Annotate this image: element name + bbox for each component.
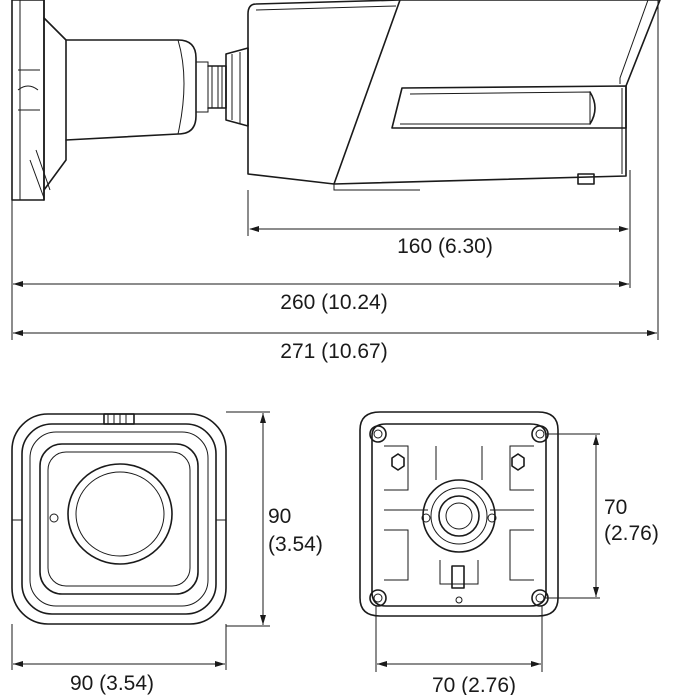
camera-housing <box>247 0 661 191</box>
front-view: 90 (3.54) 90 (3.54) <box>11 411 323 695</box>
dimension-label-front-height-in: (3.54) <box>268 533 323 556</box>
mount-plate <box>359 411 559 617</box>
dimension-label-160: 160 (6.30) <box>397 235 493 258</box>
dimension-mount-width: 70 (2.76) <box>375 606 543 695</box>
dimension-label-271: 271 (10.67) <box>280 340 387 363</box>
mount-arm <box>65 39 249 141</box>
dimension-mount-height: 70 (2.76) <box>546 433 659 599</box>
wall-mount-plate <box>11 0 67 201</box>
dimension-260: 260 (10.24) <box>11 200 631 340</box>
dimension-label-front-width: 90 (3.54) <box>70 672 154 695</box>
mount-view: 70 (2.76) 70 (2.76) <box>359 411 659 695</box>
dimension-front-height: 90 (3.54) <box>226 411 323 627</box>
dimension-271: 271 (10.67) <box>13 0 659 363</box>
dimension-label-260: 260 (10.24) <box>280 291 387 314</box>
camera-front <box>11 413 227 625</box>
dimension-front-width: 90 (3.54) <box>11 624 227 695</box>
dimension-160: 160 (6.30) <box>247 170 631 258</box>
dimension-label-mount-height-mm: 70 <box>604 496 627 519</box>
dimension-label-mount-height-in: (2.76) <box>604 522 659 545</box>
side-view: 160 (6.30) 260 (10.24) 271 (10.67) <box>11 0 661 363</box>
dimension-label-mount-width: 70 (2.76) <box>432 674 516 695</box>
dimension-label-front-height-mm: 90 <box>268 505 291 528</box>
